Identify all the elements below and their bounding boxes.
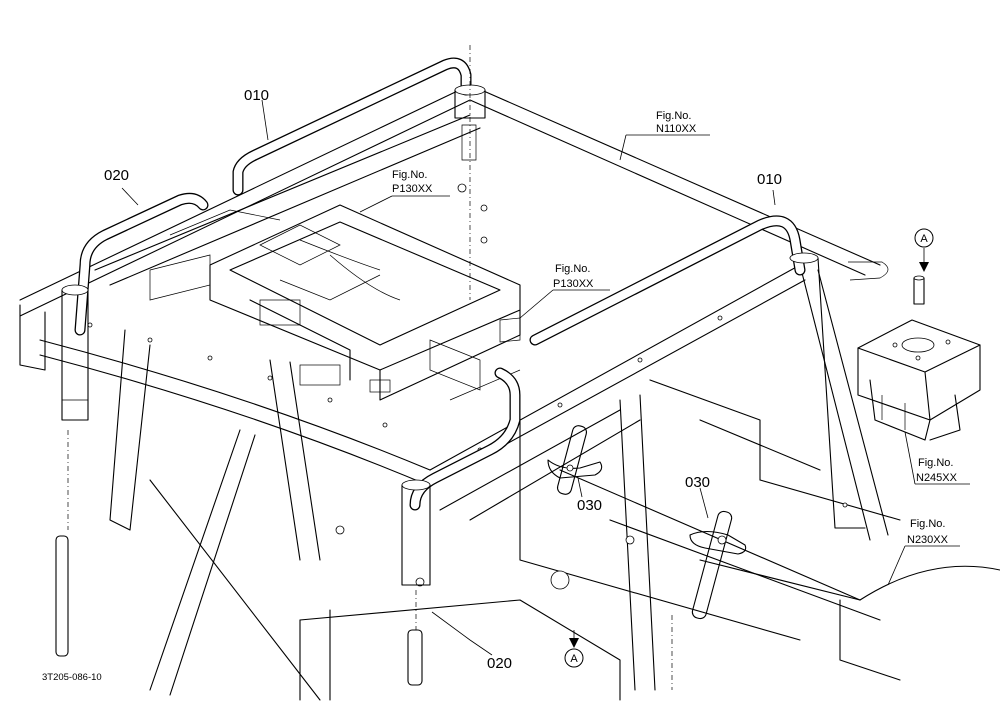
figure-ref-label: Fig.No. [392,169,427,181]
figure-ref-label: Fig.No. [918,457,953,469]
figure-ref-label: Fig.No. [555,263,590,275]
clamp-030-b [671,510,747,690]
part-label-030: 030 [577,497,602,514]
part-label-020: 020 [487,655,512,672]
figure-ref-number: N110XX [656,123,697,135]
drawing-code: 3T205-086-10 [42,672,102,683]
view-marker-label: A [570,653,578,665]
view-marker-a-top: A [914,228,934,248]
part-label-030: 030 [685,474,710,491]
part-label-010: 010 [244,87,269,104]
figure-ref-label: Fig.No. [656,110,691,122]
figure-ref-number: P130XX [392,183,433,195]
part-label-020: 020 [104,167,129,184]
part-label-010: 010 [757,171,782,188]
figure-ref-number: P130XX [553,278,594,290]
handrail-020-front [401,367,521,686]
view-marker-label: A [920,233,928,245]
view-marker-a-bottom: A [564,648,584,668]
handrail-010-rear [232,45,488,300]
handrail-020-left [55,192,209,657]
leader-lines [121,99,970,656]
figure-ref-label: Fig.No. [910,518,945,530]
roof-panel-assembly [149,204,521,401]
figure-ref-number: N230XX [907,534,949,546]
handrail-010-front [529,215,889,529]
clamp-030-a [547,425,603,495]
figure-ref-number: N245XX [916,472,958,484]
bracket-detail-view-a [857,275,981,441]
